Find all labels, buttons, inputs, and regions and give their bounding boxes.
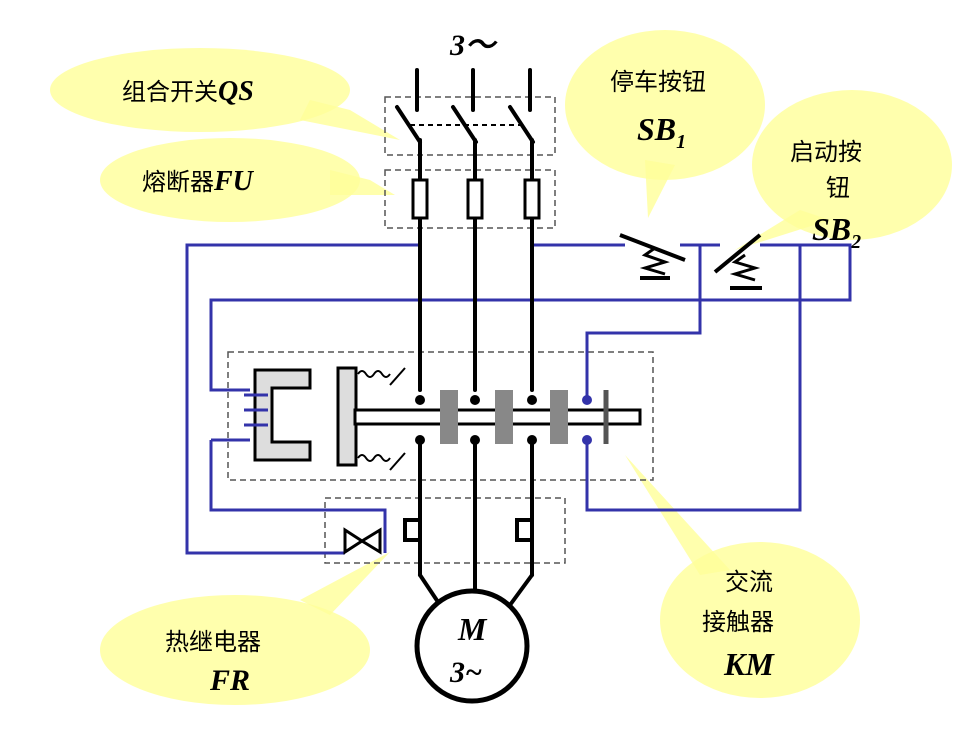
- km-label-code: KM: [723, 646, 775, 682]
- sb2-label-code: SB: [812, 211, 851, 247]
- sb2-label-line2: 钮: [826, 174, 850, 202]
- contact-block-1: [440, 390, 458, 444]
- qs-switch-blade-1: [395, 105, 422, 144]
- power-circuit: [343, 68, 541, 607]
- svg-text:SB2: SB2: [812, 211, 861, 253]
- callout-fu: 熔断器FU: [100, 138, 395, 222]
- motor-circle: [414, 588, 530, 704]
- fu-label-code: FU: [213, 166, 255, 197]
- km-label-line1: 交流: [725, 568, 773, 596]
- fuse-1: [411, 178, 429, 220]
- callout-qs: 组合开关QS: [50, 48, 400, 140]
- supply-label: 3～: [449, 29, 498, 62]
- motor-letter: M: [457, 611, 488, 647]
- contact-block-3: [550, 390, 568, 444]
- qs-label-cn: 组合开关: [122, 78, 218, 106]
- fr-contact-symbol: [343, 527, 382, 555]
- callout-fr: 热继电器 FR: [100, 552, 390, 705]
- fu-frame: [384, 169, 556, 229]
- sb1-label-code: SB: [637, 111, 676, 147]
- fuse-2: [466, 178, 484, 220]
- fr-heater-2: [515, 518, 534, 542]
- sb2-label-sub: 2: [850, 231, 861, 253]
- sb2-label-line1: 启动按: [790, 138, 862, 166]
- motor-phase: 3~: [449, 656, 482, 689]
- callout-sb1: 停车按钮 SB1: [565, 30, 765, 218]
- svg-text:熔断器FU: 熔断器FU: [142, 166, 255, 197]
- contactor: [244, 366, 642, 471]
- svg-text:SB1: SB1: [637, 111, 686, 153]
- fr-heater-1: [403, 518, 422, 542]
- fr-label-cn: 热继电器: [165, 628, 261, 656]
- sb1-label-sub: 1: [676, 131, 686, 153]
- start-button-sb2: [713, 233, 762, 290]
- km-label-line2: 接触器: [702, 608, 774, 636]
- control-circuit: [185, 243, 852, 555]
- km-frame: [227, 351, 654, 481]
- contact-block-2: [495, 390, 513, 444]
- fr-frame: [324, 497, 566, 564]
- coil-core: [253, 368, 312, 462]
- fuse-3: [523, 178, 541, 220]
- sb1-label-cn: 停车按钮: [610, 68, 706, 96]
- fu-label-cn: 熔断器: [142, 168, 214, 196]
- stop-button-sb1: [619, 233, 686, 280]
- qs-frame: [384, 96, 556, 156]
- qs-label-code: QS: [218, 76, 254, 107]
- armature: [336, 366, 358, 467]
- motor: M 3~: [414, 588, 530, 704]
- fr-label-code: FR: [209, 664, 250, 697]
- callout-km: 交流 接触器 KM: [625, 455, 860, 698]
- svg-text:组合开关QS: 组合开关QS: [122, 76, 254, 107]
- callout-sb2: 启动按 钮 SB2: [735, 90, 952, 253]
